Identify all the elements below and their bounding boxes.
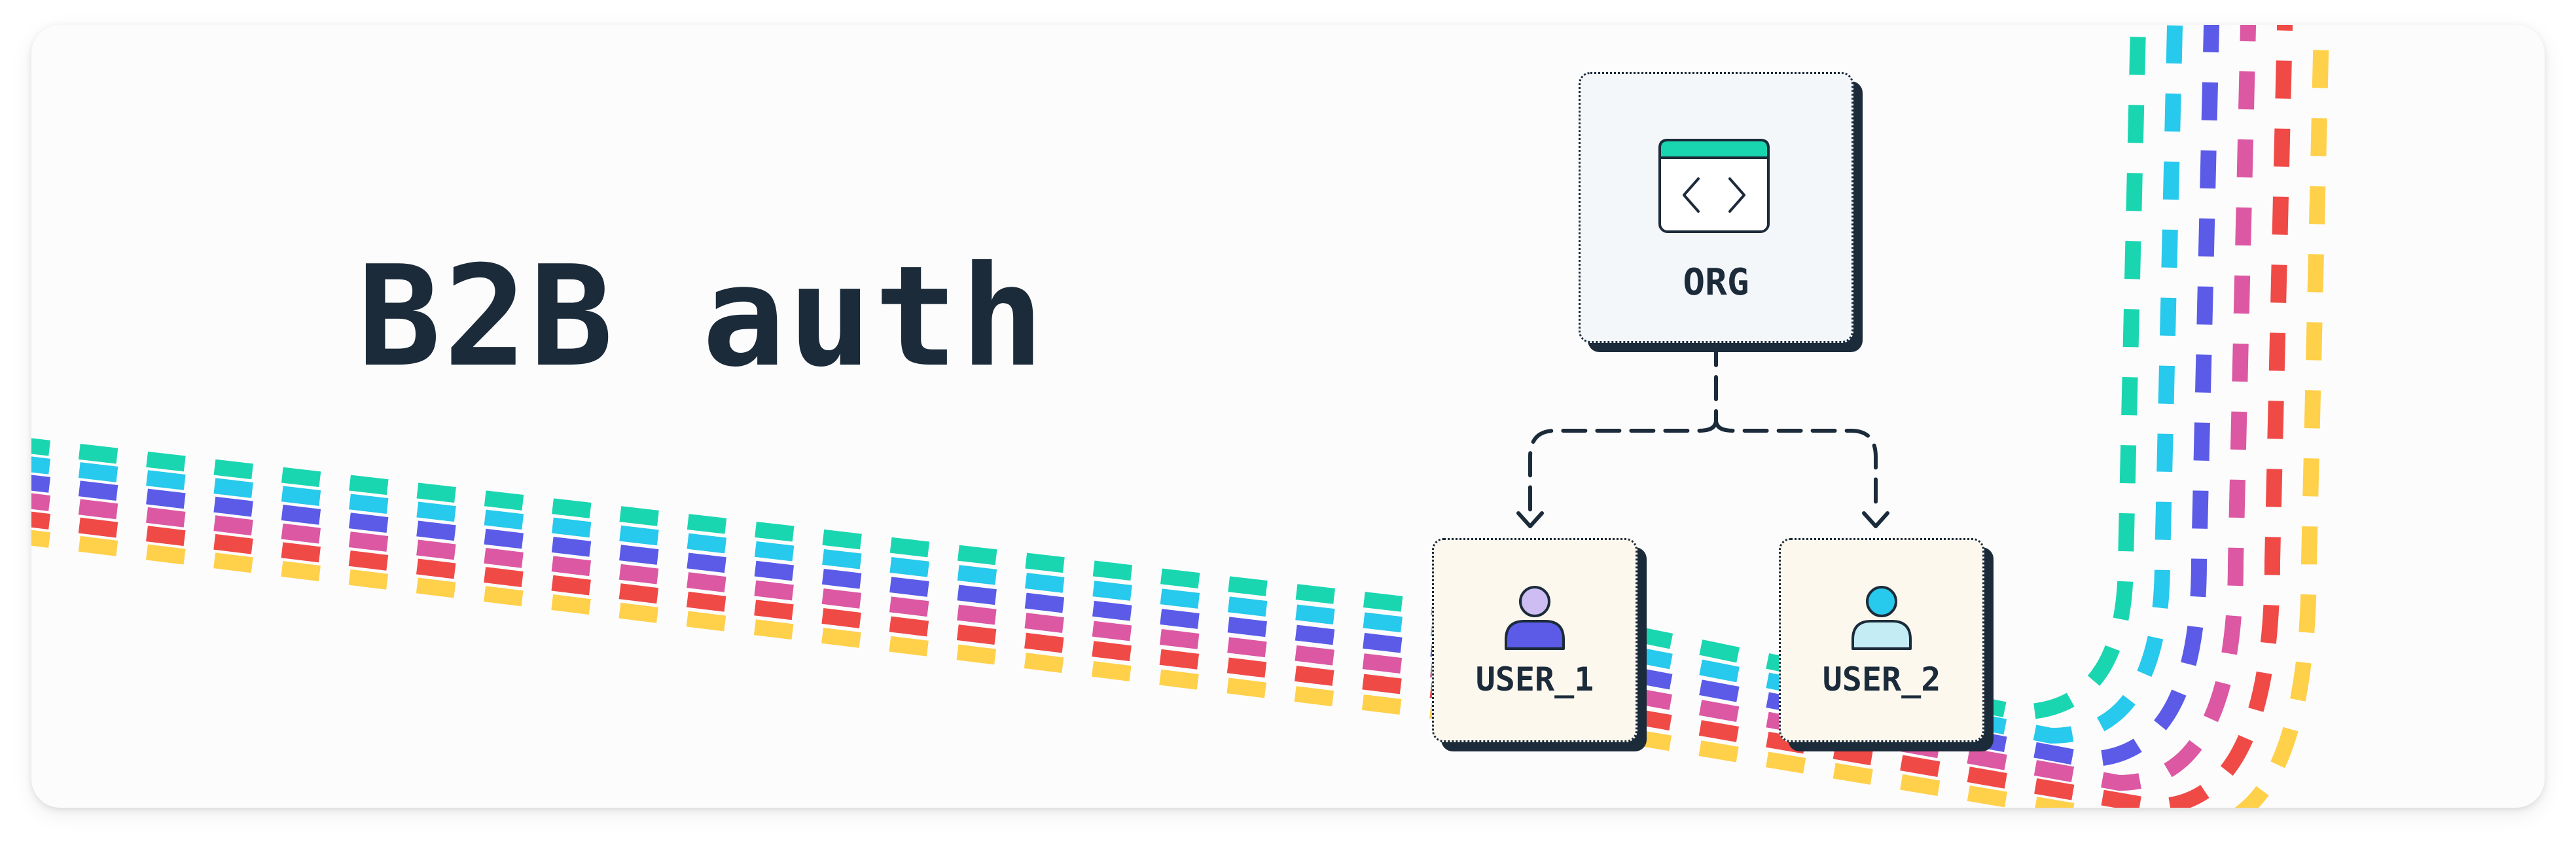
stripe-cyan xyxy=(31,25,2183,744)
org-node: ORG xyxy=(1579,72,1853,343)
org-label: ORG xyxy=(1683,261,1749,304)
stripe-yellow xyxy=(31,25,2330,808)
org-to-users-connector xyxy=(1516,341,1889,528)
user-avatar-icon xyxy=(1851,586,1912,650)
stripe-pink xyxy=(31,25,2257,791)
decorative-dashed-stripes xyxy=(31,25,2330,808)
user-2-label: USER_2 xyxy=(1822,660,1941,698)
user-avatar-icon xyxy=(1505,586,1565,650)
user-2-node: USER_2 xyxy=(1779,538,1984,742)
stripe-indigo xyxy=(31,25,2220,768)
stripe-red xyxy=(31,25,2293,808)
connector-branch-user-2 xyxy=(1714,418,1878,515)
user-1-node: USER_1 xyxy=(1432,538,1637,742)
arrowhead-user-1 xyxy=(1516,511,1544,528)
user-1-label: USER_1 xyxy=(1475,660,1594,698)
stripe-green xyxy=(31,25,2147,721)
banner-card: B2B auth ORG USER_1 US xyxy=(31,25,2545,808)
connector-branch-user-1 xyxy=(1528,418,1718,515)
arrowhead-user-2 xyxy=(1862,511,1889,528)
page-title: B2B auth xyxy=(357,236,1047,397)
code-window-icon xyxy=(1658,139,1770,233)
